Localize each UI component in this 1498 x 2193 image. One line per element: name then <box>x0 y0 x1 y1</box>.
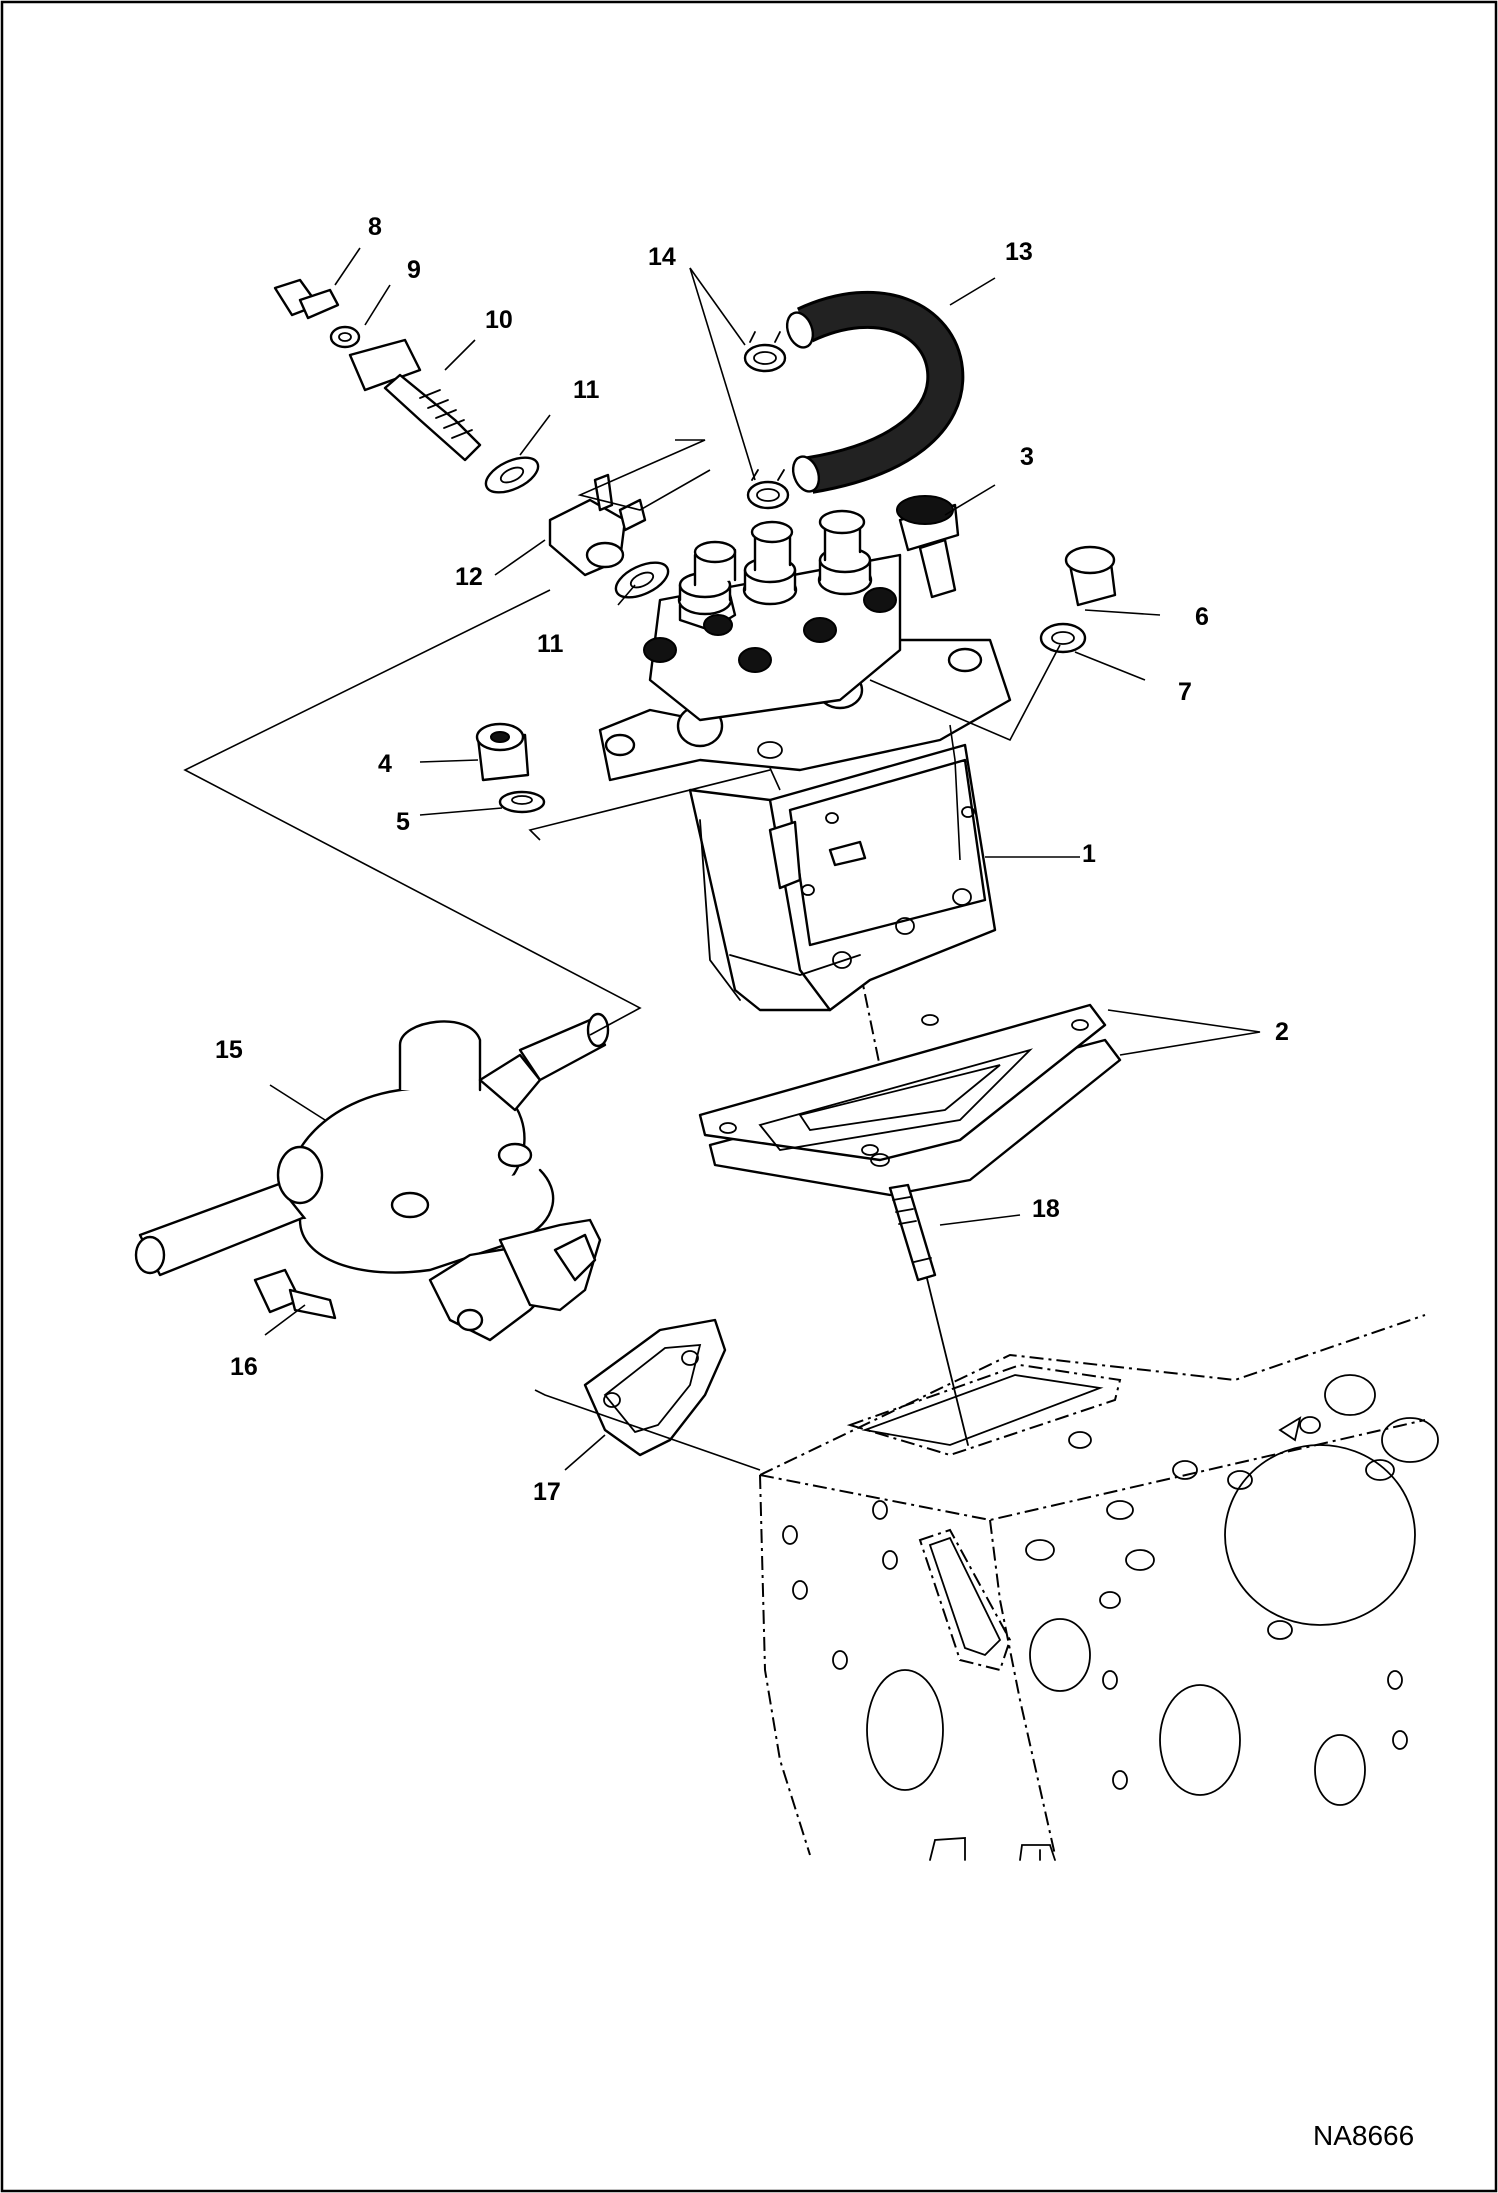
bolt-3 <box>896 495 960 599</box>
callout-18: 18 <box>1032 1195 1060 1223</box>
plug-6 <box>1064 545 1117 607</box>
washer-9 <box>329 325 361 349</box>
stud <box>888 1183 937 1282</box>
hose-clamp-14b <box>746 469 790 510</box>
spacer-4 <box>475 722 530 782</box>
callout-14: 14 <box>648 243 676 271</box>
callout-6: 6 <box>1195 603 1209 631</box>
drawing-number: NA8666 <box>1313 2120 1414 2151</box>
callout-15: 15 <box>215 1036 243 1064</box>
gaskets <box>698 1003 1122 1197</box>
engine-block <box>759 1314 1439 1861</box>
callout-8: 8 <box>368 213 382 241</box>
callout-16: 16 <box>230 1353 258 1381</box>
banjo-fitting-12 <box>548 473 647 577</box>
callout-11a: 11 <box>573 376 600 404</box>
washer-11a <box>484 456 540 494</box>
feed-pump-15 <box>134 1012 610 1342</box>
callout-4: 4 <box>378 750 392 778</box>
washer-7 <box>1039 622 1087 654</box>
banjo-bolt-10 <box>348 338 482 462</box>
callout-17: 17 <box>533 1478 561 1506</box>
hose-clamp-14a <box>743 331 787 373</box>
callout-13: 13 <box>1005 238 1033 266</box>
gasket-17 <box>583 1318 727 1457</box>
hose-13 <box>785 291 965 494</box>
washer-11b <box>614 561 670 599</box>
injection-pump <box>598 509 1012 1012</box>
callout-9: 9 <box>407 256 421 284</box>
callout-10: 10 <box>485 306 513 334</box>
bolt-8 <box>273 278 340 320</box>
callout-5: 5 <box>396 808 410 836</box>
callout-2: 2 <box>1275 1018 1289 1046</box>
washer-5 <box>498 790 546 814</box>
callout-1: 1 <box>1082 840 1096 868</box>
callout-11b: 11 <box>537 630 564 658</box>
callout-3: 3 <box>1020 443 1034 471</box>
callout-12: 12 <box>455 563 483 591</box>
bolt-16 <box>253 1268 337 1320</box>
callout-7: 7 <box>1178 678 1192 706</box>
